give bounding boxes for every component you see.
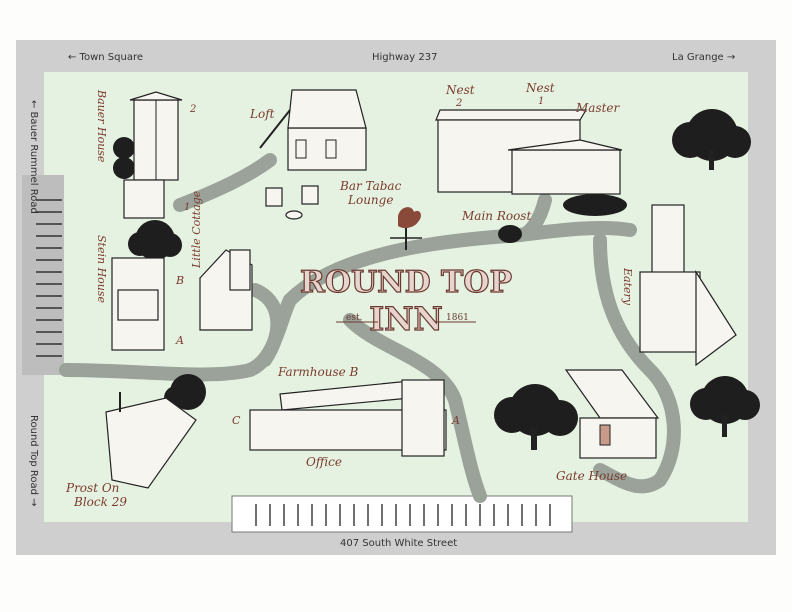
main-roost-building[interactable] bbox=[435, 109, 623, 195]
label-bar-tabac: Bar Tabac bbox=[339, 179, 402, 193]
title-line1: ROUND TOP bbox=[300, 265, 512, 300]
tree-icon bbox=[113, 137, 135, 179]
rooster-icon bbox=[390, 207, 422, 250]
title-est: est. bbox=[346, 313, 363, 323]
label-stein-b: B bbox=[175, 274, 184, 287]
tree-icon bbox=[494, 384, 578, 450]
eatery-building[interactable] bbox=[639, 204, 737, 367]
bar-tabac-seating bbox=[265, 185, 319, 220]
label-office: Office bbox=[306, 455, 342, 469]
label-prost-1: Prost On bbox=[65, 481, 119, 495]
label-stein-house: Stein House bbox=[95, 235, 108, 304]
label-bauer-house: Bauer House bbox=[95, 89, 108, 163]
road-town-square: ← Town Square bbox=[68, 52, 143, 63]
left-parking-stalls bbox=[36, 199, 62, 357]
inn-title: ROUND TOP INN est. 1861 bbox=[299, 264, 512, 338]
label-farmhouse-b: Farmhouse B bbox=[277, 365, 359, 379]
bottom-parking-stalls bbox=[255, 504, 551, 526]
tree-icon bbox=[672, 109, 751, 170]
tree-icon bbox=[690, 376, 760, 437]
label-nest2: Nest bbox=[445, 83, 475, 97]
title-line2: INN bbox=[369, 300, 442, 338]
title-year: 1861 bbox=[446, 313, 469, 323]
road-la-grange: La Grange → bbox=[672, 52, 735, 63]
road-white-street: 407 South White Street bbox=[340, 538, 457, 549]
tree-icon bbox=[128, 220, 182, 260]
bauer-house-building[interactable] bbox=[123, 91, 183, 219]
label-prost-2: Block 29 bbox=[73, 495, 127, 509]
shrub-icon bbox=[563, 194, 627, 216]
road-highway-237: Highway 237 bbox=[372, 52, 437, 63]
label-gate-house: Gate House bbox=[556, 469, 627, 483]
gate-house-building[interactable] bbox=[564, 369, 660, 459]
shrub-icon bbox=[498, 225, 522, 243]
road-round-top: Round Top Road → bbox=[28, 415, 39, 507]
trees bbox=[113, 109, 760, 450]
label-stein-a: A bbox=[175, 334, 184, 347]
farmhouse-building[interactable] bbox=[249, 379, 447, 457]
road-bauer-rummel: ← Bauer Rummel Road bbox=[28, 100, 39, 214]
left-road-band bbox=[22, 175, 64, 375]
label-little-cottage: Little Cottage bbox=[190, 190, 203, 269]
little-cottage-building[interactable] bbox=[199, 249, 253, 331]
label-master: Master bbox=[575, 101, 621, 115]
label-nest1: Nest bbox=[525, 81, 555, 95]
loft-building[interactable] bbox=[259, 89, 367, 171]
label-bauer-num1: 1 bbox=[184, 202, 190, 213]
label-eatery: Eatery bbox=[621, 267, 634, 306]
label-lounge: Lounge bbox=[347, 193, 393, 207]
parking-area bbox=[231, 495, 573, 533]
label-farm-c: C bbox=[232, 414, 241, 427]
label-nest1-num: 1 bbox=[538, 96, 544, 107]
label-nest2-num: 2 bbox=[455, 98, 462, 109]
stein-house-building[interactable] bbox=[111, 257, 165, 351]
walking-paths bbox=[59, 153, 681, 503]
label-bauer-num: 2 bbox=[189, 104, 196, 115]
label-farm-a: A bbox=[451, 414, 460, 427]
label-loft: Loft bbox=[249, 107, 275, 121]
label-main-roost: Main Roost bbox=[461, 209, 531, 223]
prost-building[interactable] bbox=[105, 392, 197, 489]
